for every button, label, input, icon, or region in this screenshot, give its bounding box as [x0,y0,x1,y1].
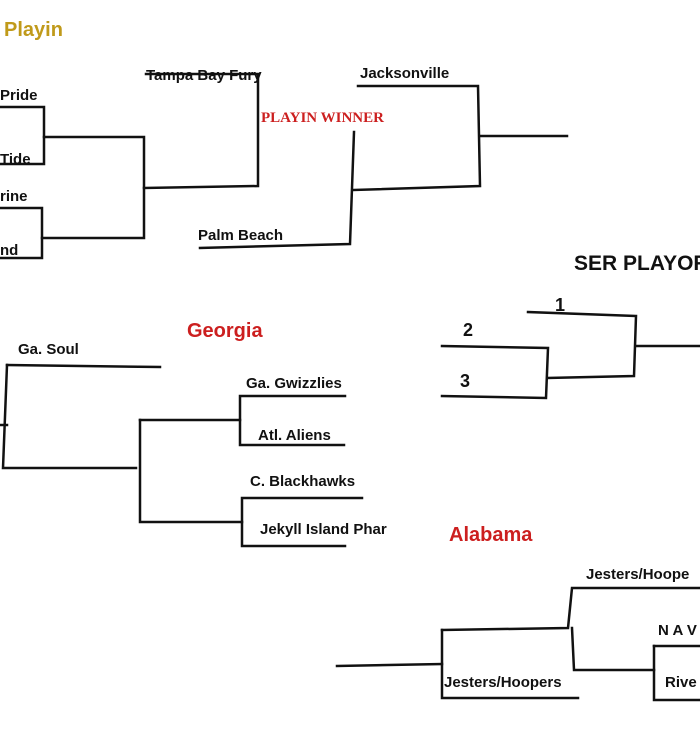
team-palm-beach: Palm Beach [198,227,284,244]
bracket-line-ga1 [5,363,162,369]
seed-2-label: 2 [463,320,474,340]
team-rive: Rive [665,674,697,691]
team-tide: Tide [0,151,31,168]
bracket-line-al6 [652,644,700,702]
bracket-line-pl4 [142,72,260,190]
bracket-line-al1 [335,662,444,668]
team-jacksonville: Jacksonville [360,65,450,82]
bracket-line-al4 [570,626,656,672]
bracket-line-ga7 [240,496,364,524]
playin-header: Playin [4,19,63,41]
bracket-line-sp2 [440,344,550,400]
team-pride: Pride [0,87,38,104]
bracket-line-al3 [440,628,580,700]
team-jekyll-island: Jekyll Island Phar [260,521,387,538]
team-c-blackhawks: C. Blackhawks [250,473,356,490]
bracket-line-ga2 [1,363,138,470]
alabama-header: Alabama [449,524,533,546]
playin-winner-label: PLAYIN WINNER [261,110,384,126]
seed-3-label: 3 [460,371,471,391]
bracket-line-ga6 [238,418,346,447]
bracket-line-pl3 [40,135,146,240]
bracket-line-sp1 [526,310,638,380]
team-jesters-hoopers-bottom: Jesters/Hoopers [444,674,562,691]
team-nav: N A V [658,622,697,639]
georgia-header: Georgia [187,320,263,342]
bracket-line-al2 [440,586,700,632]
team-ga-soul: Ga. Soul [18,341,79,358]
team-atl-aliens: Atl. Aliens [258,427,331,444]
bracket-line-ga4 [138,394,347,422]
bracket-line-pl2 [0,206,44,260]
bracket-line-pl6 [352,84,482,192]
team-rine: rine [0,188,28,205]
bracket-line-pl1 [0,105,46,166]
team-nd: nd [0,242,19,259]
bracket-line-pl5 [198,130,356,250]
team-tampa-bay-fury: Tampa Bay Fury [146,67,262,84]
ser-playoff-header: SER PLAYOF [574,252,700,275]
team-ga-gwizzlies: Ga. Gwizzlies [246,375,342,392]
team-jesters-hoopers-top: Jesters/Hoope [586,566,690,583]
seed-1-label: 1 [555,295,566,315]
